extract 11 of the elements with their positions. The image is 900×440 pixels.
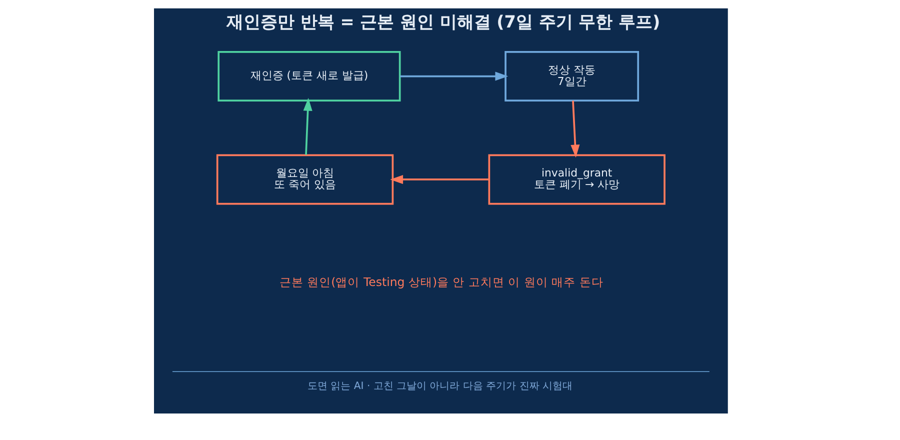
diagram-title: 재인증만 반복 = 근본 원인 미해결 (7일 주기 무한 루프) bbox=[226, 12, 660, 32]
node-box: invalid_grant 토큰 폐기 → 사망 bbox=[488, 154, 666, 205]
node-box: 정상 작동 7일간 bbox=[504, 51, 640, 102]
node-box: 재인증 (토큰 새로 발급) bbox=[218, 51, 401, 102]
label: 근본 원인(앱이 Testing 상태)을 안 고치면 이 원이 매주 돈다 bbox=[279, 274, 604, 289]
arrow bbox=[570, 100, 580, 158]
label: 도면 읽는 AI · 고친 그날이 아니라 다음 주기가 진짜 시험대 bbox=[308, 380, 573, 392]
arrow bbox=[400, 72, 508, 81]
node-box: 월요일 아침 또 죽어 있음 bbox=[216, 154, 394, 205]
arrow bbox=[303, 98, 312, 155]
arrow bbox=[390, 174, 489, 184]
